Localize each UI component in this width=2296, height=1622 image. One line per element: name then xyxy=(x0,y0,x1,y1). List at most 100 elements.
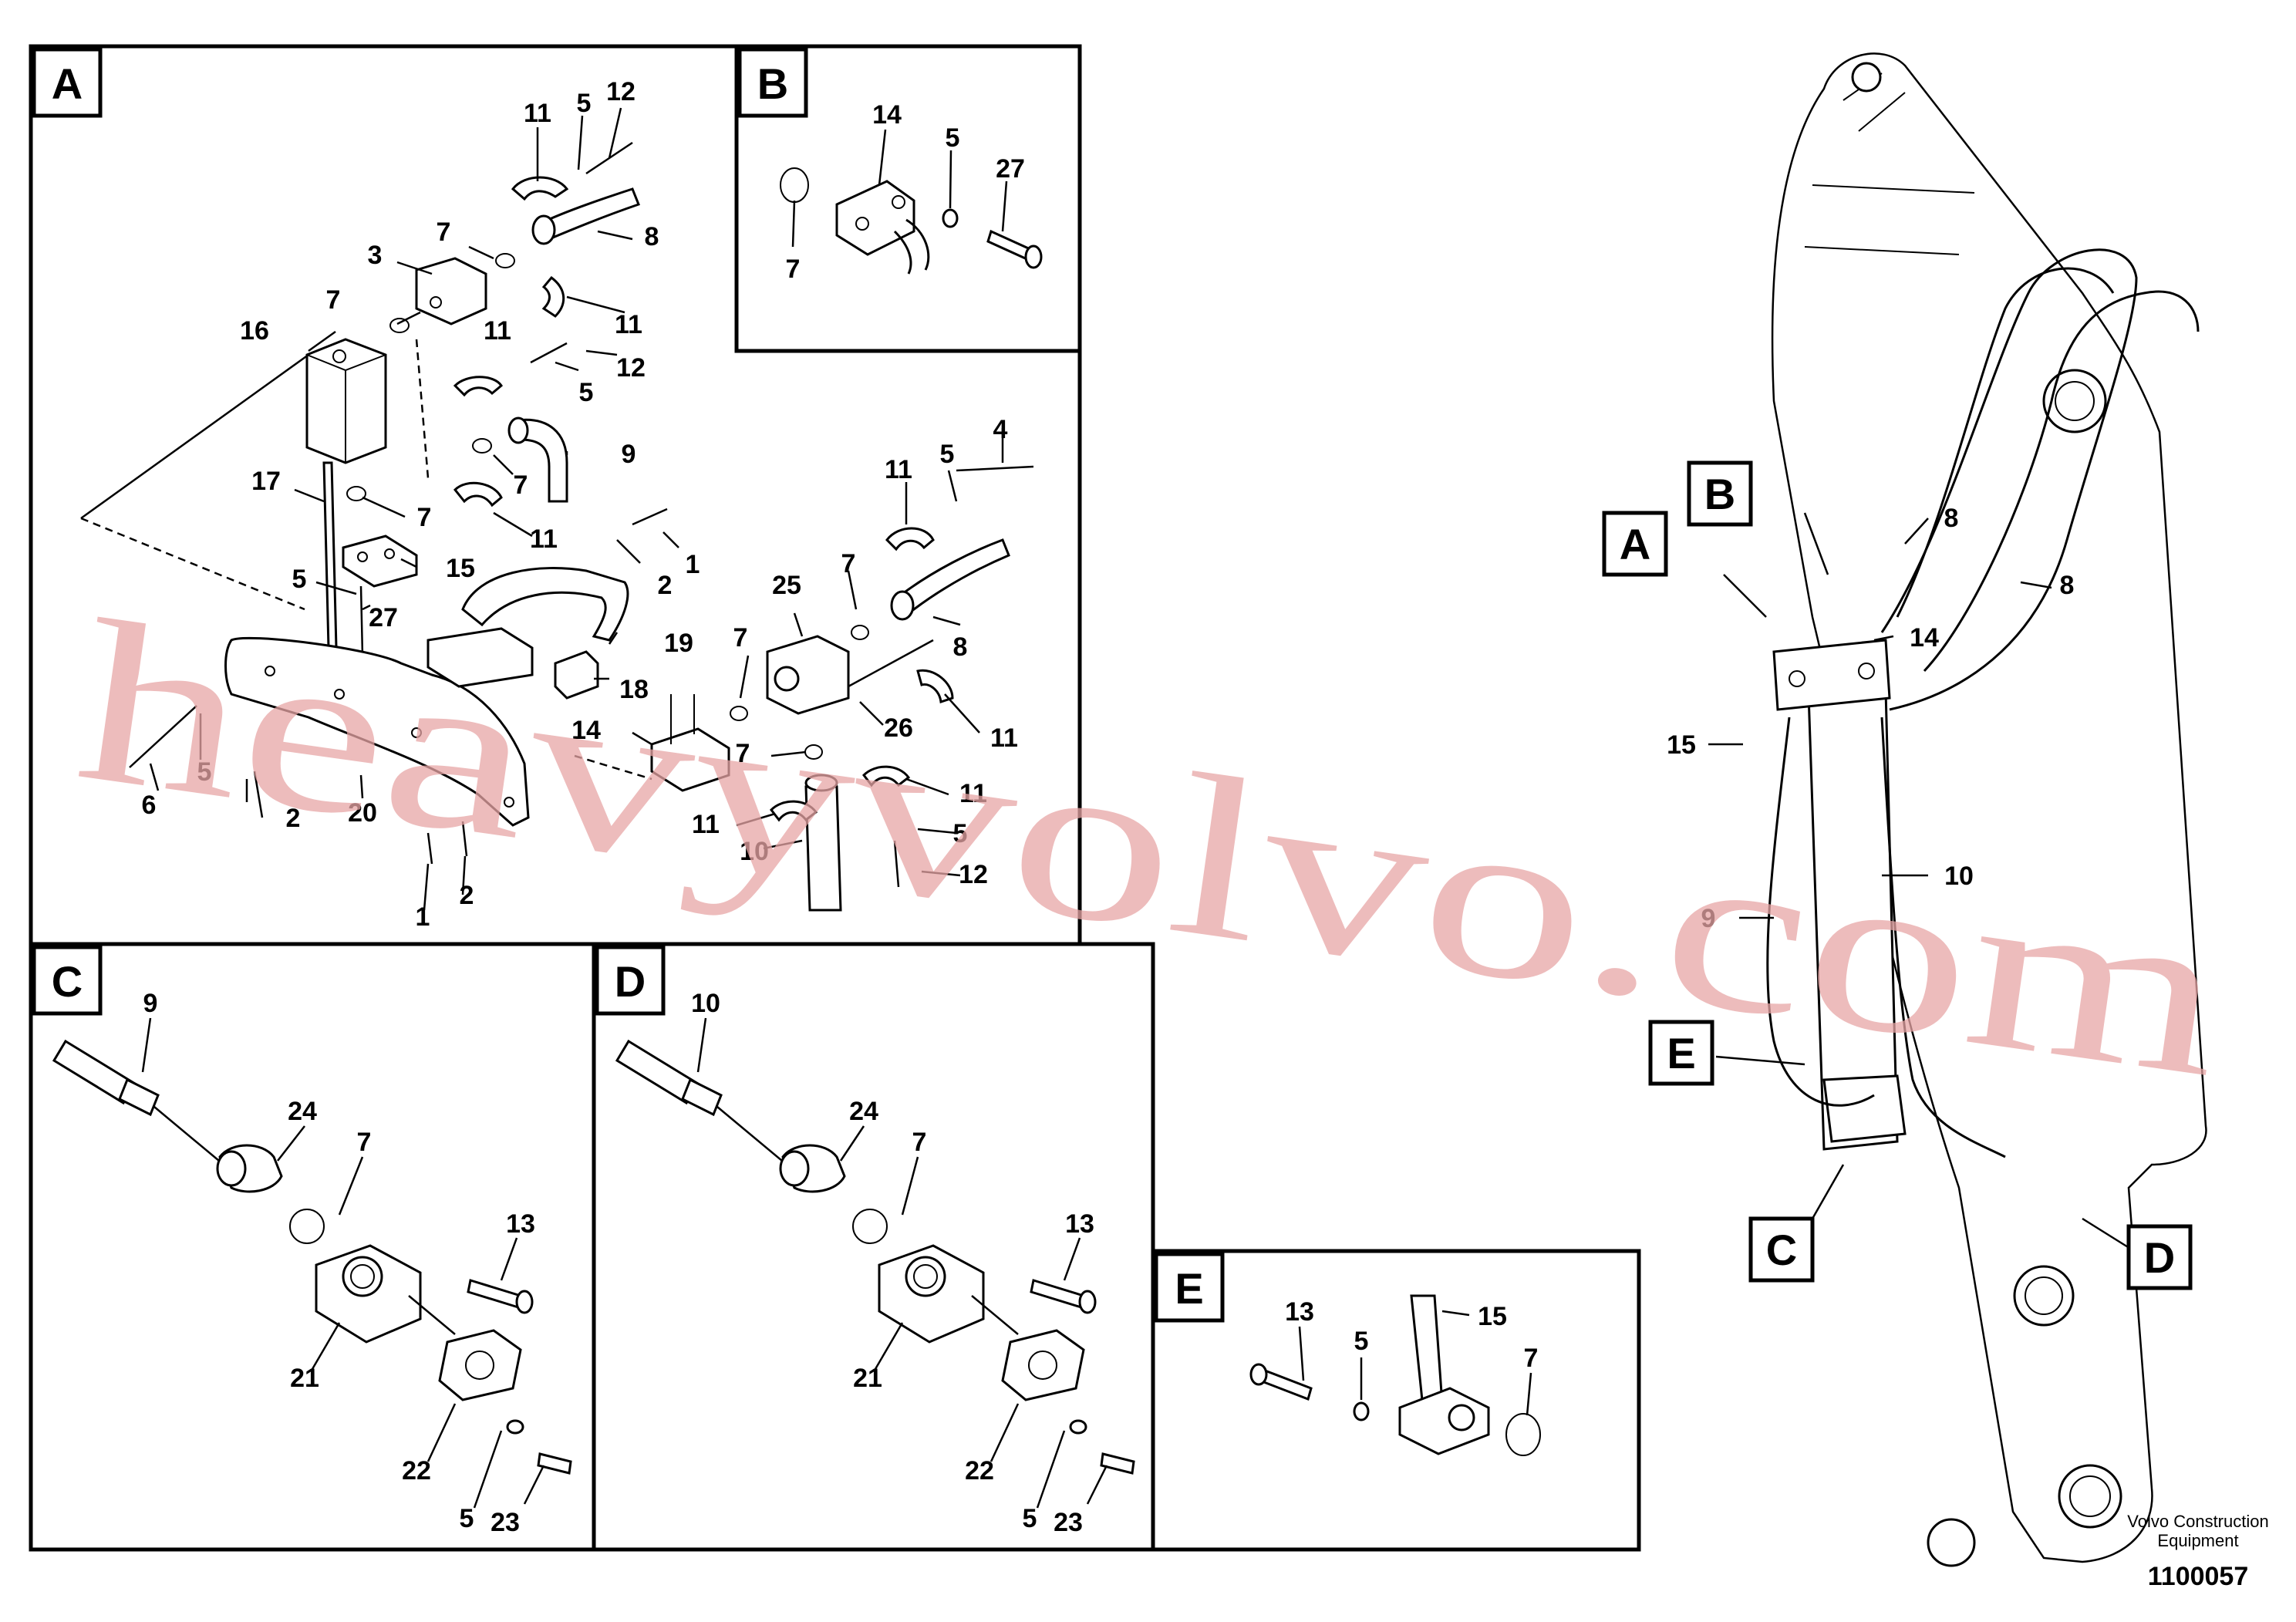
overview-callouts: 8 8 14 15 10 9 xyxy=(1667,504,2074,933)
callout-a15: 15 xyxy=(446,554,475,583)
callout-a7a: 7 xyxy=(437,218,451,247)
callout-a14: 14 xyxy=(571,716,601,745)
panel-b-artwork xyxy=(780,129,1043,275)
callout-a25: 25 xyxy=(772,571,801,600)
callout-d23: 23 xyxy=(1054,1508,1083,1537)
callout-a4: 4 xyxy=(993,415,1008,444)
callout-a7c: 7 xyxy=(514,470,528,500)
callout-a17: 17 xyxy=(251,467,281,496)
panel-label-a: A xyxy=(52,59,83,108)
callout-c7: 7 xyxy=(357,1128,372,1157)
callout-a1b: 1 xyxy=(416,902,430,932)
callout-d21: 21 xyxy=(853,1364,882,1393)
panel-e-callouts: 13 5 15 7 xyxy=(1285,1297,1538,1373)
brand-line-1: Volvo Construction xyxy=(2127,1512,2268,1531)
overview-label-e: E xyxy=(1667,1029,1695,1077)
panel-a-artwork xyxy=(80,107,1034,912)
callout-c21: 21 xyxy=(290,1364,319,1393)
callout-d10: 10 xyxy=(691,989,720,1018)
callout-b14: 14 xyxy=(872,100,902,130)
callout-o10: 10 xyxy=(1944,862,1974,891)
panel-b-callouts: 14 5 27 7 xyxy=(786,100,1025,284)
boom-overview xyxy=(1708,52,2207,1567)
callout-a11d: 11 xyxy=(530,524,558,554)
callout-a2c: 2 xyxy=(460,881,474,910)
callout-c9: 9 xyxy=(143,989,158,1018)
callout-a7f: 7 xyxy=(733,623,748,653)
callout-a20: 20 xyxy=(348,798,377,828)
callout-a12c: 12 xyxy=(959,860,988,889)
callout-a18: 18 xyxy=(619,675,649,704)
panel-e-artwork xyxy=(1249,1294,1541,1456)
callout-a1a: 1 xyxy=(686,550,700,579)
callout-a7e: 7 xyxy=(841,549,856,578)
footer: Volvo Construction Equipment 1100057 xyxy=(2127,1512,2268,1591)
callout-a12a: 12 xyxy=(606,77,636,106)
callout-a11b: 11 xyxy=(615,310,642,339)
callout-a11f: 11 xyxy=(990,723,1018,753)
callout-d13: 13 xyxy=(1065,1209,1094,1239)
callout-a5b: 5 xyxy=(579,378,594,407)
callout-a27: 27 xyxy=(369,603,398,632)
panel-c-artwork xyxy=(52,1017,572,1509)
panel-labels: A B C D E xyxy=(32,47,1225,1323)
callout-a8b: 8 xyxy=(953,632,968,662)
callout-a5e: 5 xyxy=(953,819,968,848)
callout-o9: 9 xyxy=(1701,904,1716,933)
callout-d24: 24 xyxy=(849,1097,878,1126)
callout-a8a: 8 xyxy=(645,222,659,251)
panel-label-c: C xyxy=(52,957,83,1006)
brand-line-2: Equipment xyxy=(2157,1531,2238,1550)
callout-a11g: 11 xyxy=(959,779,987,808)
callout-e5: 5 xyxy=(1354,1327,1369,1356)
overview-label-c: C xyxy=(1766,1226,1797,1274)
callout-e15: 15 xyxy=(1478,1302,1507,1331)
callout-b7: 7 xyxy=(786,255,801,284)
figure-number: 1100057 xyxy=(2148,1562,2249,1591)
callout-a2a: 2 xyxy=(658,571,673,600)
callout-d7: 7 xyxy=(912,1128,927,1157)
callout-a11e: 11 xyxy=(885,455,912,484)
callout-o14: 14 xyxy=(1910,623,1939,653)
callout-a9: 9 xyxy=(622,440,636,469)
callout-a5c: 5 xyxy=(292,565,307,594)
callout-a19: 19 xyxy=(664,629,693,658)
callout-a5d: 5 xyxy=(940,440,955,469)
callout-a5f: 5 xyxy=(197,757,212,787)
callout-e13: 13 xyxy=(1285,1297,1314,1327)
callout-a11c: 11 xyxy=(484,316,511,346)
panel-c-callouts: 9 24 7 13 21 22 5 23 xyxy=(143,989,535,1537)
callout-c23: 23 xyxy=(491,1508,520,1537)
panel-label-d: D xyxy=(615,957,646,1006)
callout-d5: 5 xyxy=(1023,1504,1037,1533)
overview-label-a: A xyxy=(1620,520,1650,568)
callout-c24: 24 xyxy=(288,1097,317,1126)
callout-a26: 26 xyxy=(884,713,913,743)
callout-a5a: 5 xyxy=(577,89,592,118)
callout-a16: 16 xyxy=(240,316,269,346)
callout-a3: 3 xyxy=(368,241,383,270)
callout-d22: 22 xyxy=(965,1456,994,1485)
overview-label-b: B xyxy=(1704,470,1735,518)
callout-b27: 27 xyxy=(996,154,1025,184)
callout-e7: 7 xyxy=(1524,1344,1539,1373)
callout-c13: 13 xyxy=(506,1209,535,1239)
panel-label-e: E xyxy=(1175,1264,1203,1313)
callout-a10: 10 xyxy=(740,837,769,866)
callout-o8b: 8 xyxy=(2060,571,2075,600)
callout-o15: 15 xyxy=(1667,730,1696,760)
callout-a7d: 7 xyxy=(417,503,432,532)
callout-a7b: 7 xyxy=(326,285,341,315)
callout-c22: 22 xyxy=(402,1456,431,1485)
panel-d-callouts: 10 24 7 13 21 22 5 23 xyxy=(691,989,1094,1537)
overview-markers: A B E C D xyxy=(1602,460,2193,1290)
callout-b5: 5 xyxy=(946,123,960,153)
panel-frames xyxy=(29,44,1641,1552)
panel-label-b: B xyxy=(757,59,788,108)
overview-label-d: D xyxy=(2144,1233,2175,1282)
callout-a7g: 7 xyxy=(736,739,750,768)
callout-o8a: 8 xyxy=(1944,504,1959,533)
callout-a12b: 12 xyxy=(616,353,646,383)
callout-a11h: 11 xyxy=(692,810,720,839)
